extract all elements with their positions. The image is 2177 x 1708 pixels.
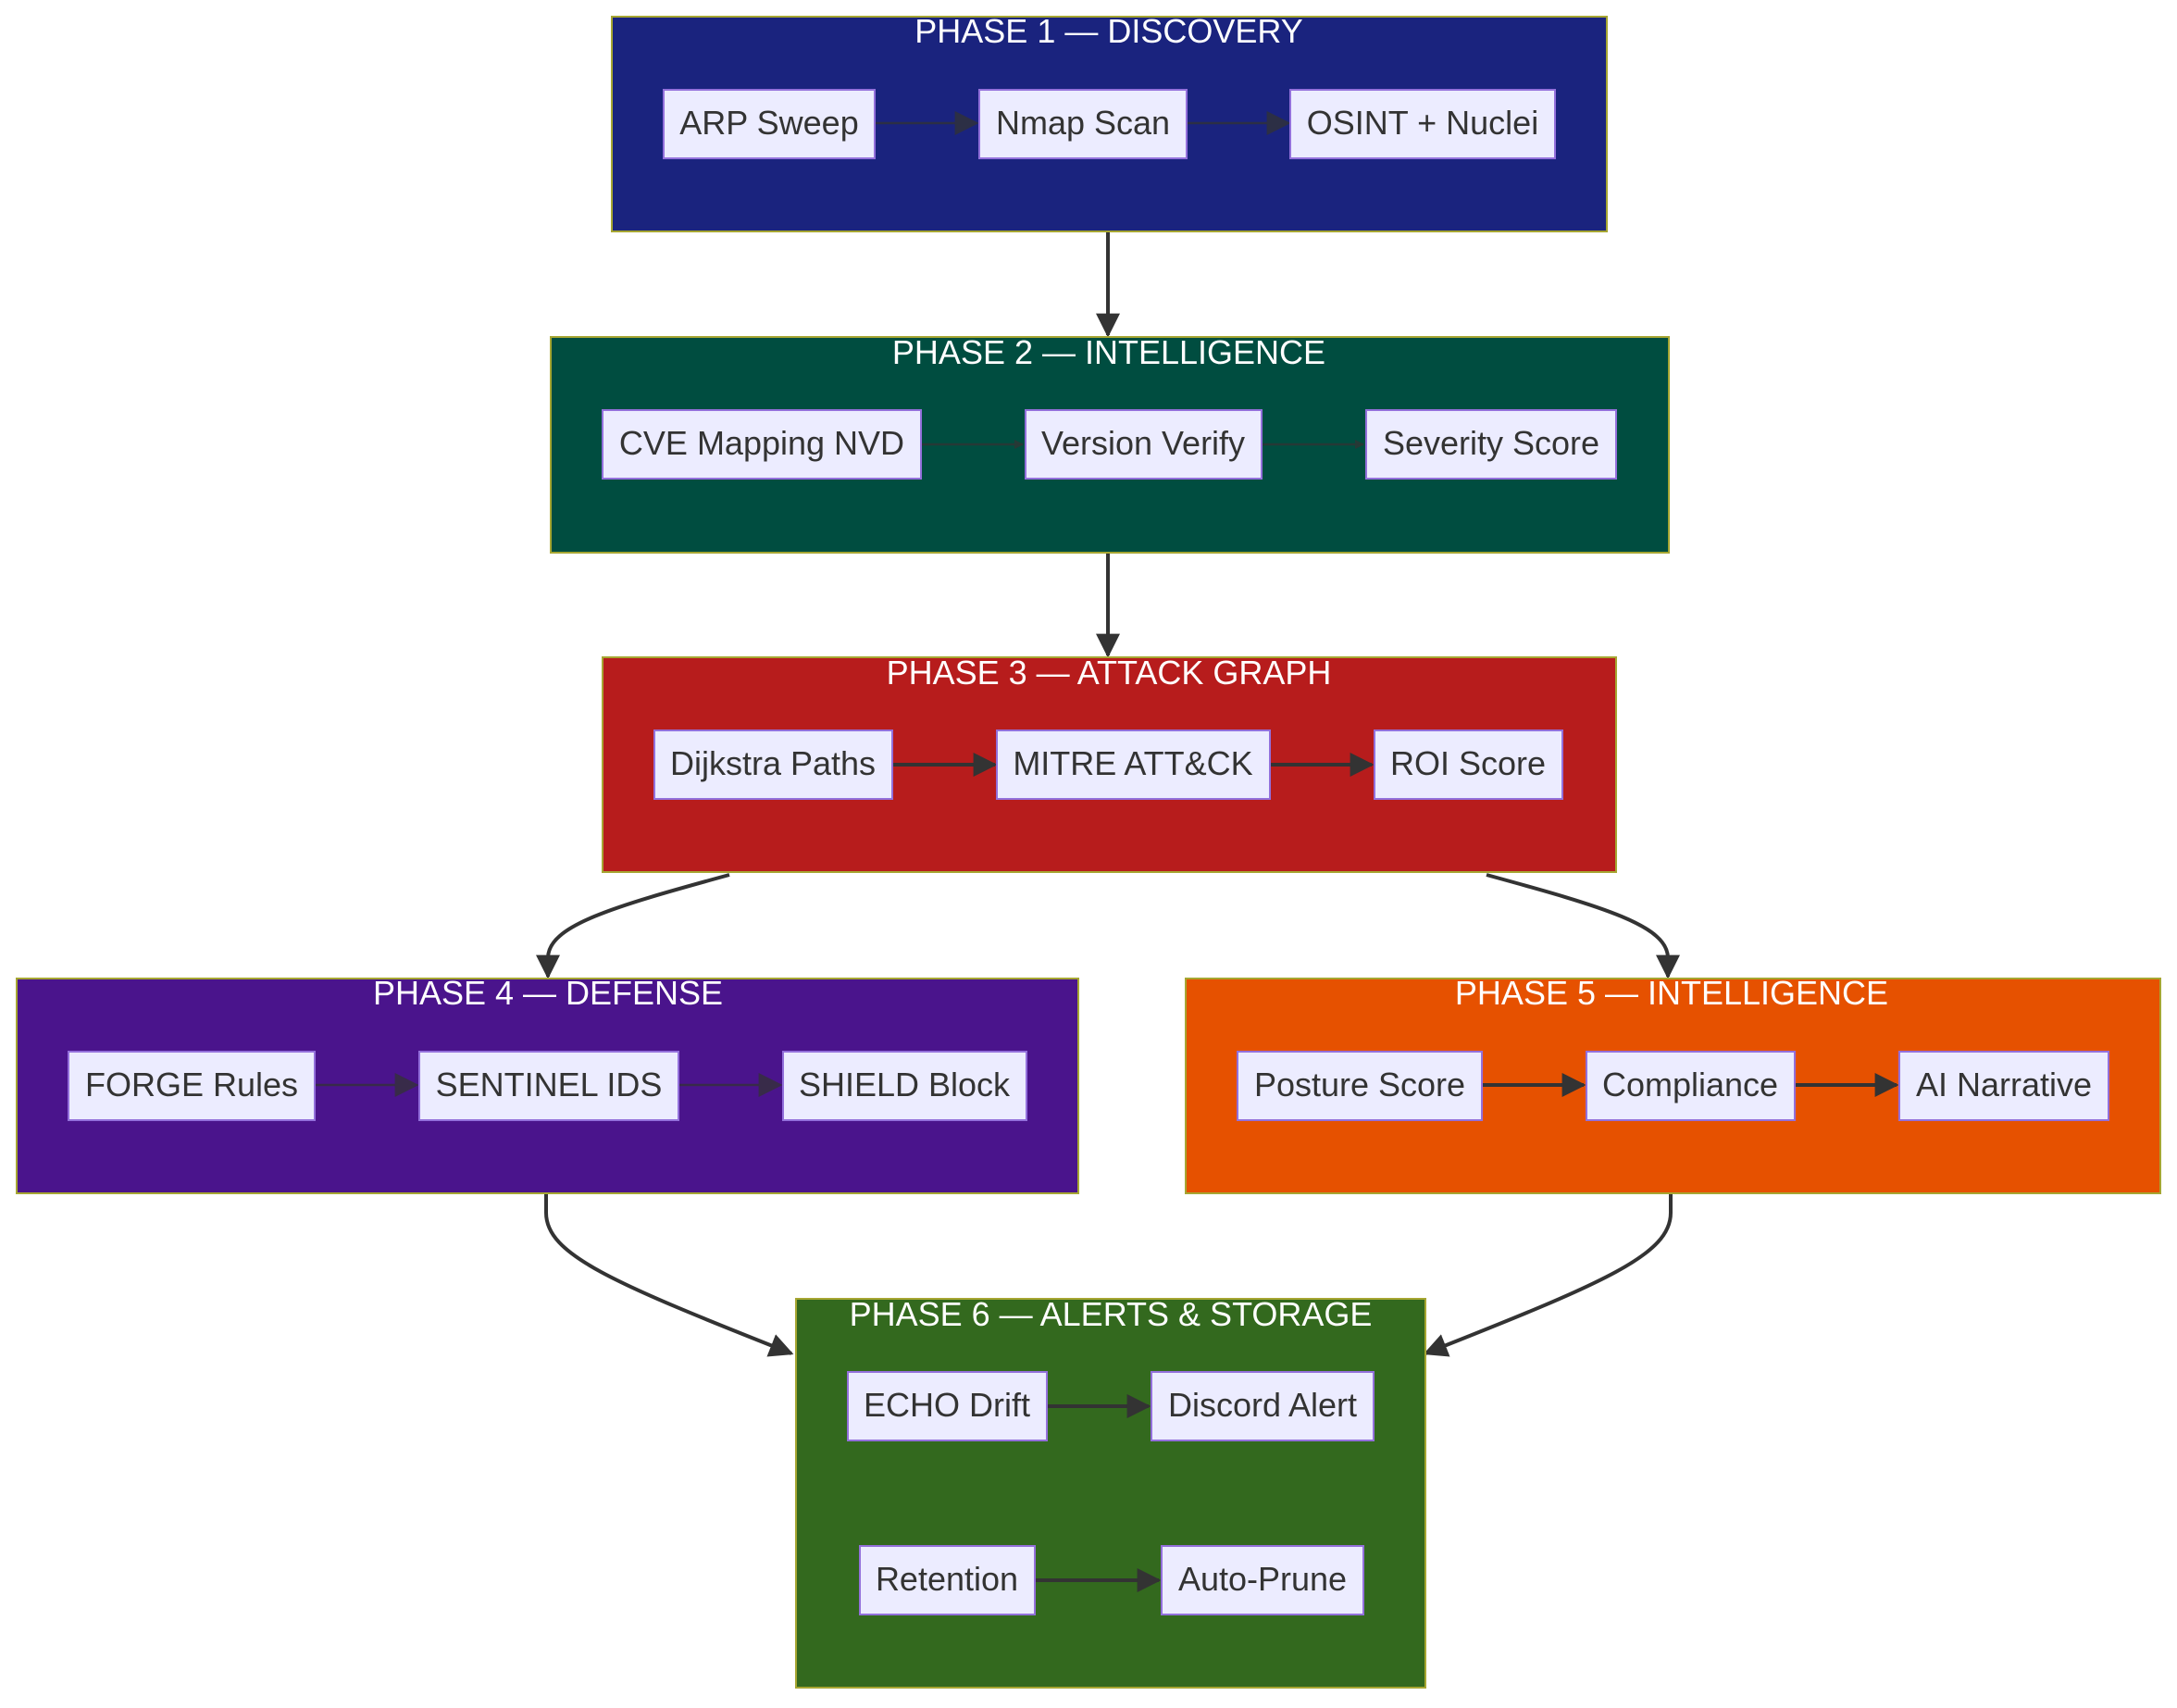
node-cve-mapping-box — [602, 409, 922, 480]
node-auto-prune-label: Auto-Prune — [1178, 1560, 1347, 1598]
node-nmap-scan-label: Nmap Scan — [996, 104, 1170, 142]
node-arp-sweep-label: ARP Sweep — [679, 104, 858, 142]
node-dijkstra-label: Dijkstra Paths — [670, 744, 876, 782]
edge-phase4-to-phase6 — [544, 1194, 794, 1357]
node-severity-score-box — [1365, 409, 1617, 480]
node-osint-nuclei-label: OSINT + Nuclei — [1307, 104, 1538, 142]
node-ai-narrative-box — [1898, 1051, 2109, 1121]
phase-6-box — [795, 1298, 1426, 1689]
node-auto-prune-box — [1161, 1545, 1364, 1615]
node-discord-alert-label: Discord Alert — [1168, 1386, 1357, 1424]
phase-3-title: PHASE 3 — ATTACK GRAPH — [887, 654, 1332, 692]
node-compliance-label: Compliance — [1602, 1066, 1778, 1103]
node-roi-score-box — [1374, 729, 1563, 800]
phase-6-group: PHASE 6 — ALERTS & STORAGE ECHO Drift Di… — [795, 1295, 1426, 1689]
phase-4-title: PHASE 4 — DEFENSE — [373, 974, 723, 1012]
phase-6-title: PHASE 6 — ALERTS & STORAGE — [850, 1295, 1373, 1333]
node-mitre-box — [996, 729, 1271, 800]
node-severity-score-label: Severity Score — [1383, 424, 1599, 462]
node-cve-mapping-label: CVE Mapping NVD — [619, 424, 904, 462]
phase-5-group: PHASE 5 — INTELLIGENCE Posture Score Com… — [1185, 974, 2161, 1194]
node-ai-narrative-label: AI Narrative — [1916, 1066, 2092, 1103]
edge-phase3-to-phase5 — [1486, 873, 1680, 979]
phase-1-group: PHASE 1 — DISCOVERY ARP Sweep Nmap Scan … — [611, 12, 1608, 232]
node-retention-box — [859, 1545, 1036, 1615]
phase-4-group: PHASE 4 — DEFENSE FORGE Rules SENTINEL I… — [16, 974, 1079, 1194]
node-shield-block-box — [782, 1051, 1027, 1121]
node-version-verify-box — [1025, 409, 1263, 480]
phase-3-group: PHASE 3 — ATTACK GRAPH Dijkstra Paths MI… — [602, 654, 1617, 873]
node-version-verify-label: Version Verify — [1041, 424, 1245, 462]
node-osint-nuclei-box — [1289, 89, 1556, 159]
phase-2-title: PHASE 2 — INTELLIGENCE — [892, 333, 1325, 371]
node-dijkstra-box — [653, 729, 893, 800]
edge-phase3-to-phase4 — [536, 873, 730, 979]
node-posture-score-box — [1237, 1051, 1483, 1121]
node-arp-sweep-box — [663, 89, 876, 159]
node-posture-score-label: Posture Score — [1254, 1066, 1465, 1103]
phase-2-group: PHASE 2 — INTELLIGENCE CVE Mapping NVD V… — [550, 333, 1670, 554]
node-forge-rules-label: FORGE Rules — [85, 1066, 298, 1103]
node-compliance-box — [1586, 1051, 1796, 1121]
node-mitre-label: MITRE ATT&CK — [1013, 744, 1252, 782]
phase-1-title: PHASE 1 — DISCOVERY — [914, 12, 1302, 50]
node-sentinel-ids-box — [418, 1051, 679, 1121]
node-forge-rules-box — [68, 1051, 316, 1121]
node-shield-block-label: SHIELD Block — [799, 1066, 1011, 1103]
node-retention-label: Retention — [876, 1560, 1018, 1598]
edge-phase5-to-phase6 — [1423, 1194, 1673, 1357]
node-echo-drift-label: ECHO Drift — [864, 1386, 1030, 1424]
node-discord-alert-box — [1151, 1371, 1375, 1441]
node-echo-drift-box — [847, 1371, 1048, 1441]
node-roi-score-label: ROI Score — [1390, 744, 1546, 782]
node-sentinel-ids-label: SENTINEL IDS — [436, 1066, 663, 1103]
node-nmap-scan-box — [978, 89, 1188, 159]
phase-5-title: PHASE 5 — INTELLIGENCE — [1455, 974, 1888, 1012]
